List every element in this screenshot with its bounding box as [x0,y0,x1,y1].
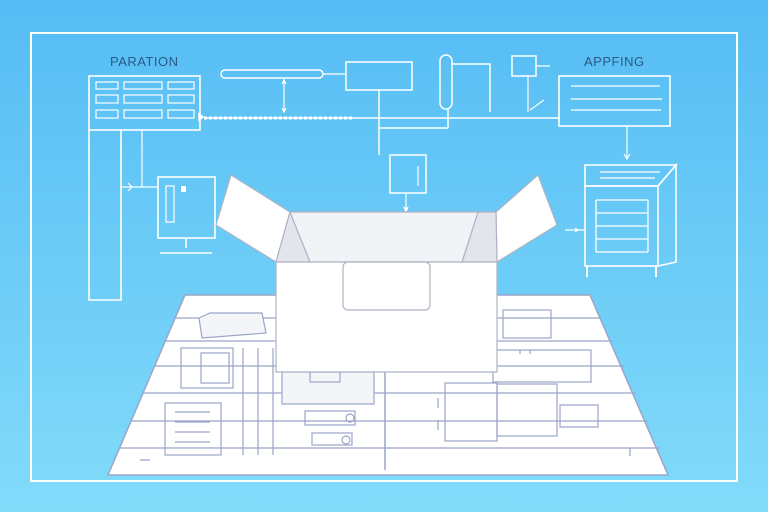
box-inner-back [289,211,479,263]
right-text-panel [558,75,671,127]
left-heading: PARATION [110,54,179,69]
right-panel-diagram [558,75,678,277]
left-panel-diagram [88,75,216,301]
center-device [389,154,427,194]
open-box [215,174,558,373]
cabinet-body [584,185,659,267]
right-heading: APPFING [584,54,645,69]
left-grid-cells [95,81,195,119]
cabinet-drawers [596,199,648,253]
capsule-device [439,54,453,110]
left-device-stand [160,238,212,254]
left-connector [121,130,158,188]
left-l-bracket [88,130,122,301]
box-handle [342,261,431,311]
left-device-indicator [165,185,175,223]
central-wiring [204,54,560,213]
right-text-lines [571,85,662,111]
left-grid-panel [88,75,201,131]
outer-frame [30,32,738,482]
